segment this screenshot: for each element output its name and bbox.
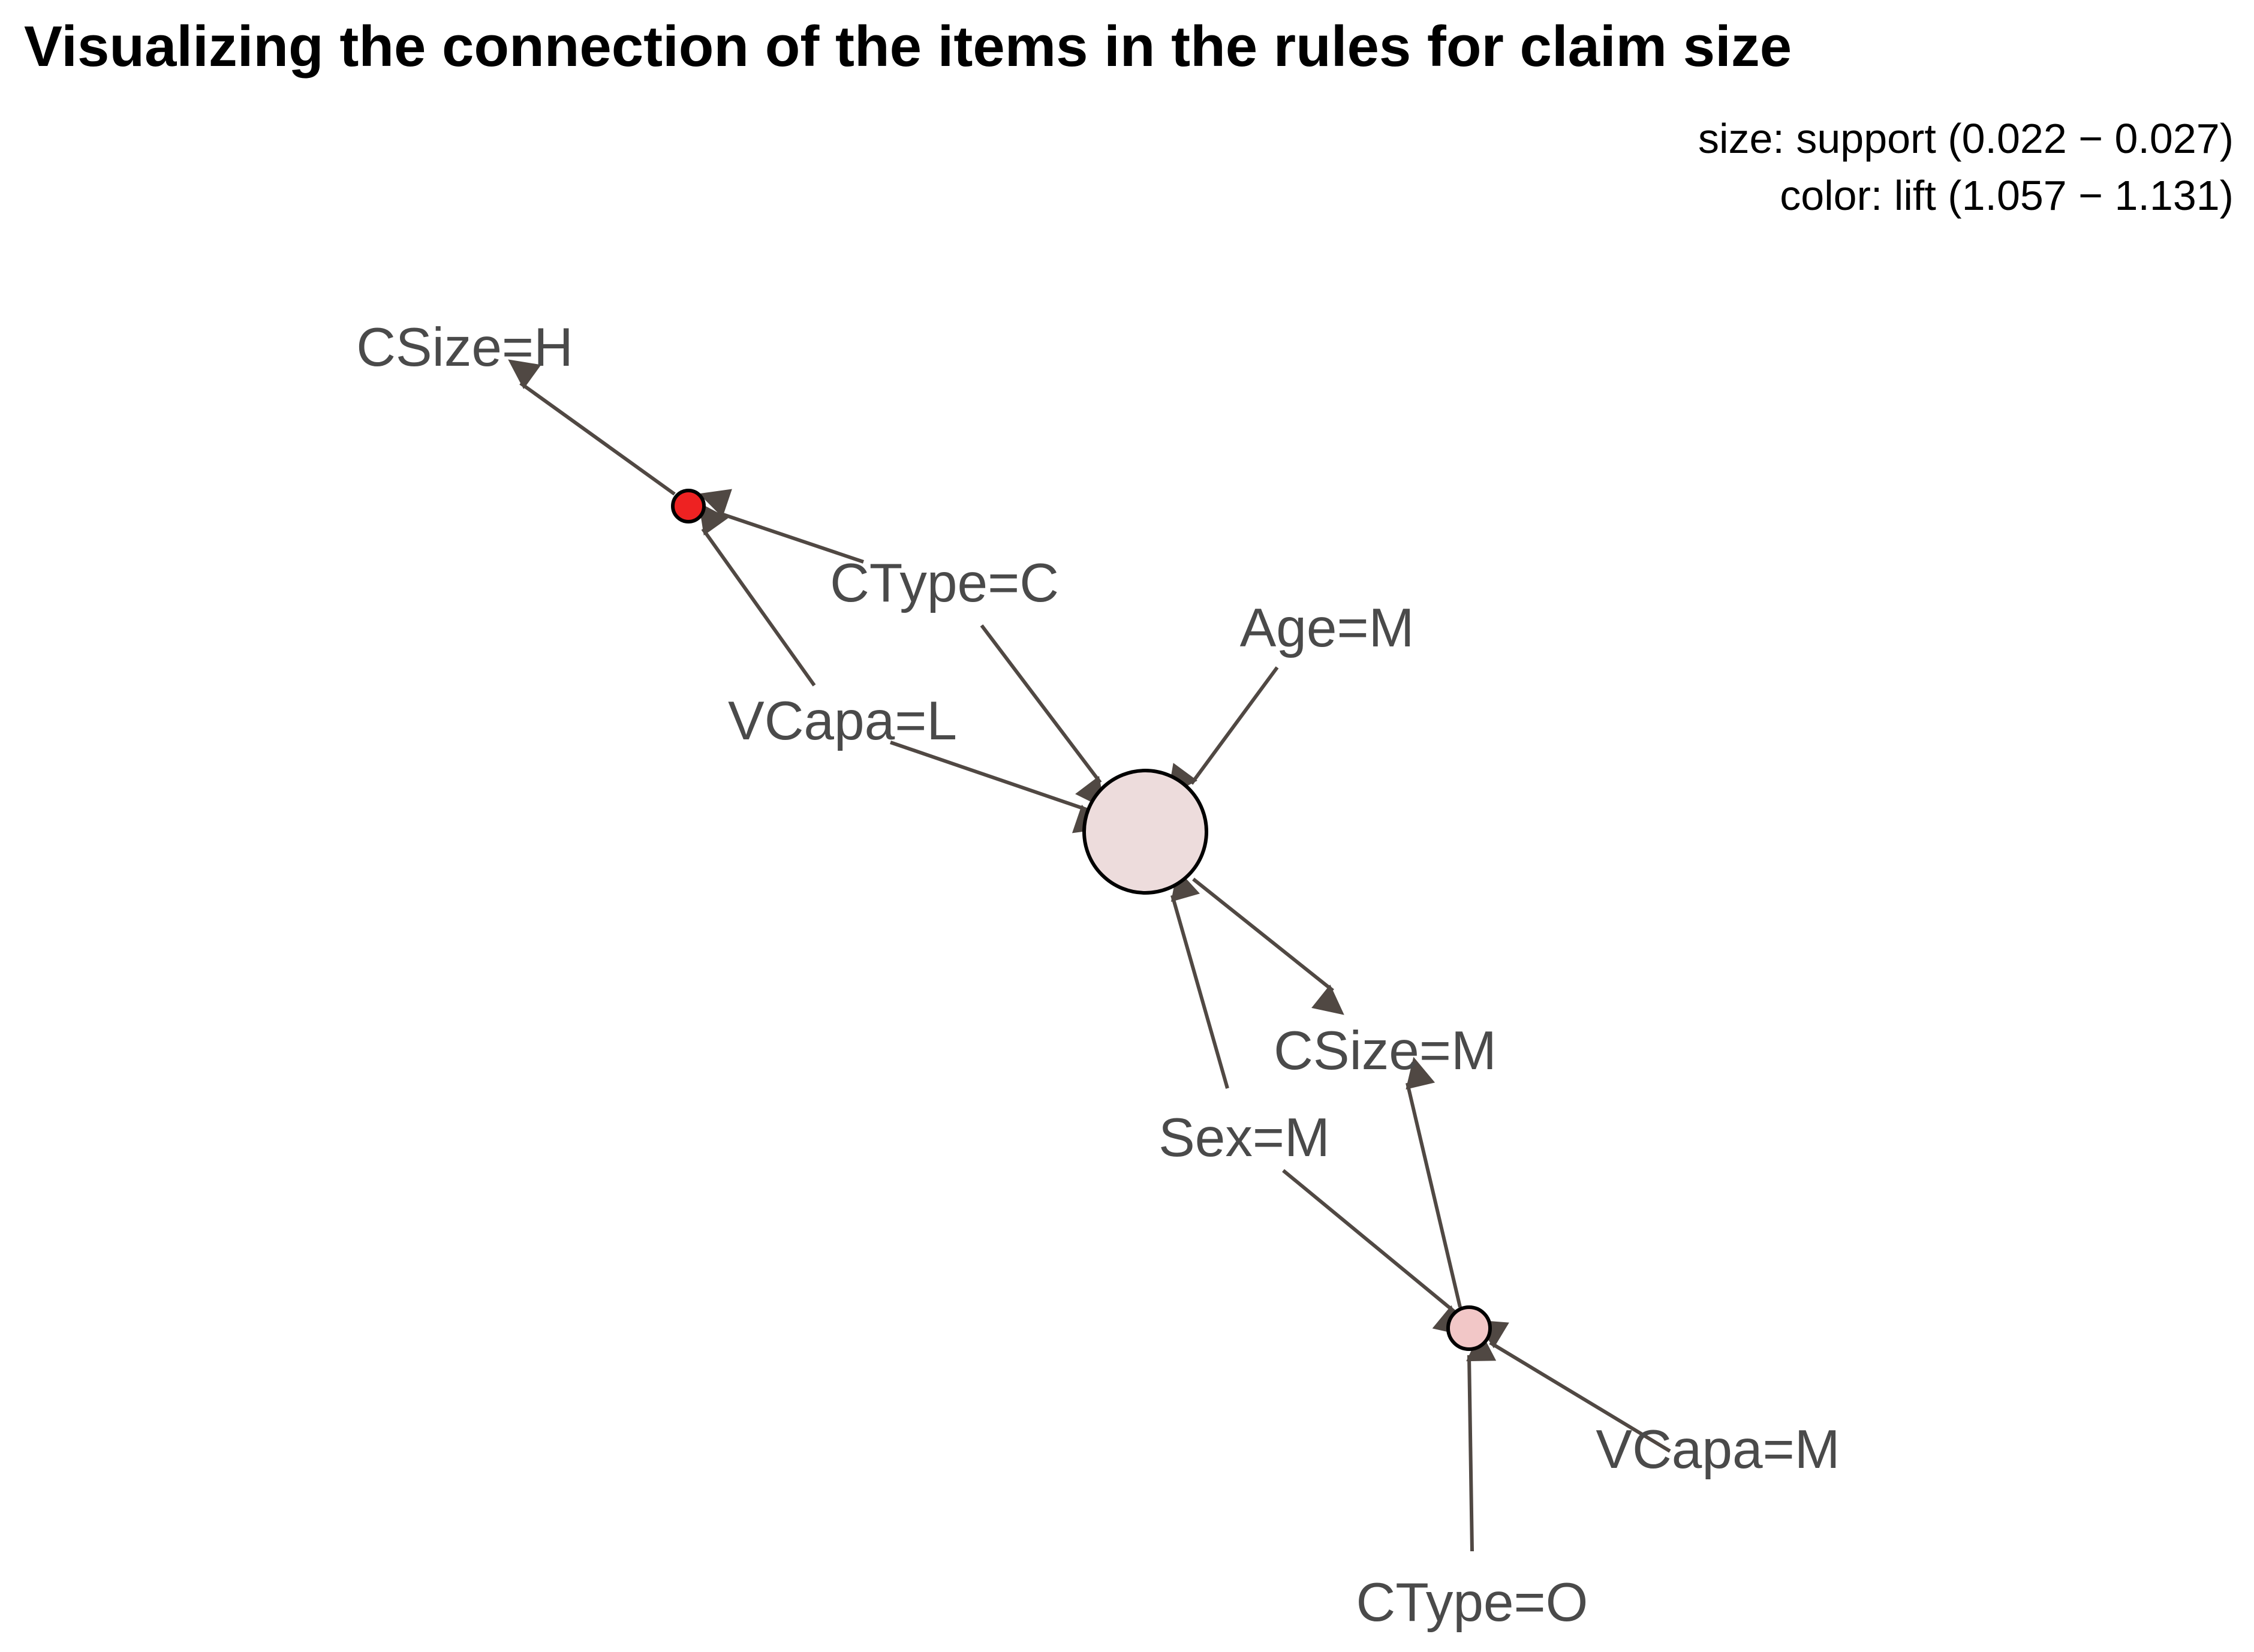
item-label-sex-m: Sex=M <box>1158 1108 1330 1168</box>
item-label-layer: CSize=H CType=C Age=M VCapa=L CSize=M Sex=M VC… <box>356 317 1840 1633</box>
edge-ctype_c-to-rule2 <box>980 624 1106 809</box>
chart-title: Visualizing the connection of the items … <box>24 14 1792 79</box>
item-label-vcapa-m: VCapa=M <box>1596 1419 1840 1480</box>
rule-node-rule2 <box>1082 769 1208 895</box>
edge-vcapa_m-to-rule3 <box>1476 1320 1671 1453</box>
rule-node-rule1 <box>671 489 706 523</box>
edge-sex_m-to-rule2 <box>1170 869 1229 1089</box>
edge-layer <box>508 359 1671 1552</box>
item-label-age-m: Age=M <box>1240 598 1415 658</box>
edge-rule2-to-csize_m <box>1192 877 1344 1015</box>
edge-rule1-to-csize_h <box>508 359 676 496</box>
legend-size-line: size: support (0.022 − 0.027) <box>1698 115 2234 162</box>
edge-rule3-to-csize_m <box>1406 1057 1462 1308</box>
edge-ctype_c-to-rule1 <box>699 489 864 564</box>
edge-sex_m-to-rule3 <box>1282 1169 1465 1336</box>
legend-color-line: color: lift (1.057 − 1.131) <box>1780 172 2234 219</box>
item-label-csize-h: CSize=H <box>356 317 573 378</box>
item-label-vcapa-l: VCapa=L <box>728 691 957 751</box>
item-label-csize-m: CSize=M <box>1274 1021 1497 1081</box>
item-label-ctype-c: CType=C <box>830 553 1059 613</box>
edge-vcapa_l-to-rule1 <box>699 502 816 687</box>
item-label-ctype-o: CType=O <box>1356 1572 1588 1633</box>
edge-age_m-to-rule2 <box>1167 666 1279 796</box>
edge-ctype_o-to-rule3 <box>1466 1331 1497 1552</box>
rule-node-layer <box>671 489 1492 1351</box>
edge-vcapa_l-to-rule2 <box>890 741 1106 833</box>
rule-node-rule3 <box>1446 1305 1492 1351</box>
